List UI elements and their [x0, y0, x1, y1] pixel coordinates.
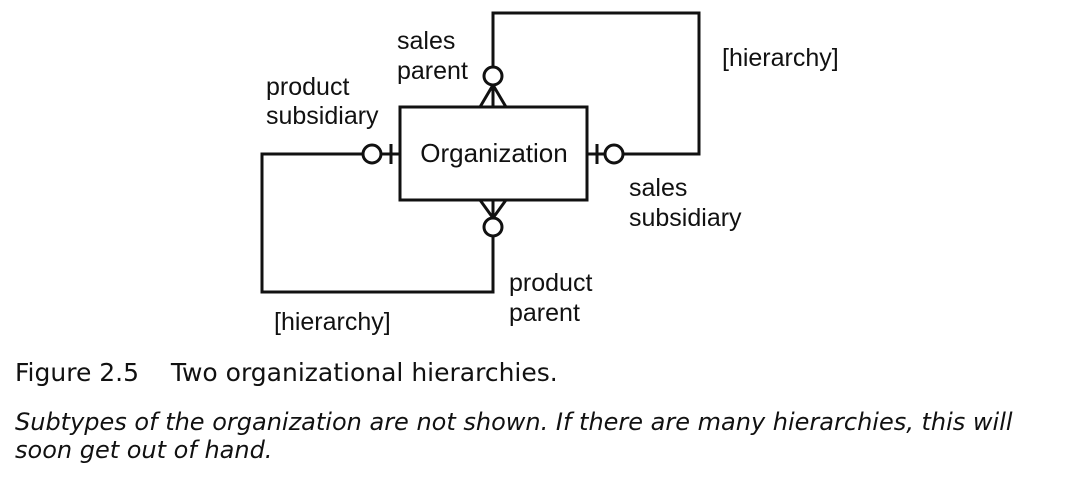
product-hierarchy-line	[260, 152, 495, 294]
figure-number: Figure 2.5	[15, 358, 140, 387]
product-parent-optional-circle	[482, 216, 504, 238]
figure-caption: Figure 2.5 Two organizational hierarchie…	[15, 358, 558, 387]
figure-note: Subtypes of the organization are not sho…	[15, 408, 1013, 464]
sales-subsidiary-optional-circle	[603, 143, 625, 165]
product-subsidiary-bar-line	[381, 144, 400, 164]
entity-name: Organization	[420, 138, 567, 168]
label-sales-subsidiary-line2: subsidiary	[629, 204, 742, 232]
sales-parent-crows-foot	[478, 84, 508, 108]
product-subsidiary-optional-circle	[361, 143, 383, 165]
label-hierarchy-bottom: [hierarchy]	[274, 308, 391, 336]
er-diagram: Organization sales parent product subsid…	[260, 11, 839, 336]
label-sales-parent-line1: sales	[397, 27, 455, 55]
label-product-subsidiary-line2: subsidiary	[266, 102, 379, 130]
label-product-subsidiary-line1: product	[266, 73, 349, 101]
label-hierarchy-top: [hierarchy]	[722, 44, 839, 72]
sales-hierarchy-line	[491, 11, 701, 156]
label-sales-subsidiary-line1: sales	[629, 174, 687, 202]
label-product-parent-line2: parent	[509, 299, 580, 327]
label-product-parent-line1: product	[509, 269, 592, 297]
label-sales-parent-line2: parent	[397, 57, 468, 85]
figure-title: Two organizational hierarchies.	[170, 358, 558, 387]
product-parent-crows-foot	[478, 199, 508, 219]
sales-parent-optional-circle	[482, 65, 504, 87]
sales-subsidiary-bar-line	[587, 144, 605, 164]
